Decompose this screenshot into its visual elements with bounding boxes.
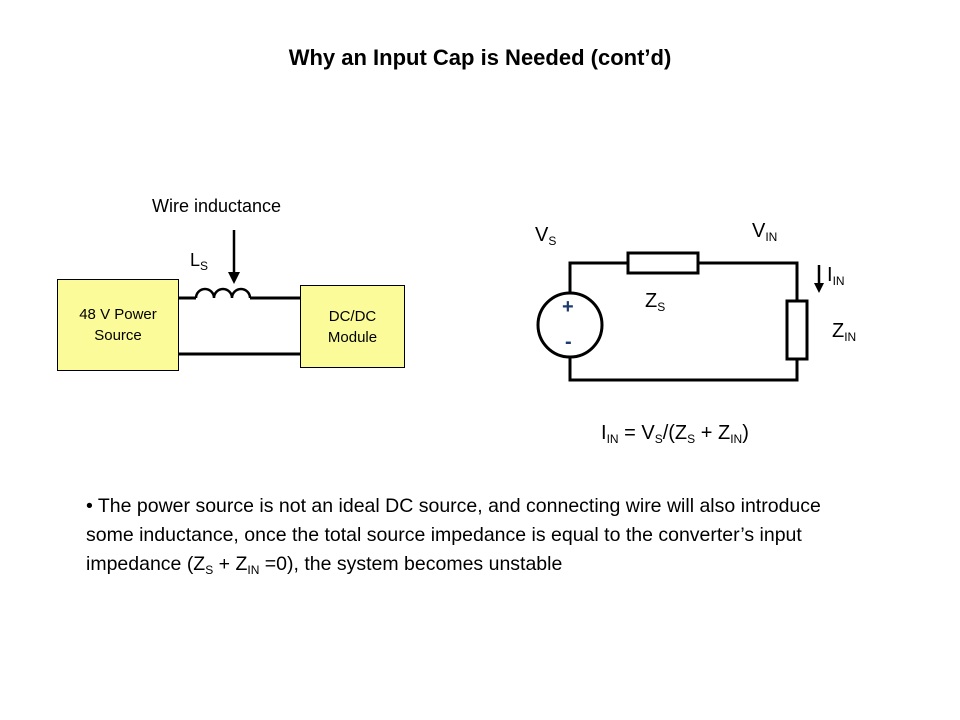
- source-minus-sign: -: [565, 331, 572, 353]
- f-i-sub: IN: [606, 432, 619, 446]
- inductor-coil: [194, 287, 252, 299]
- f-end: ): [742, 422, 749, 444]
- bullet-sub1: S: [205, 563, 214, 577]
- dcdc-module-text: DC/DC Module: [328, 306, 377, 348]
- current-formula: IIN = VS/(ZS + ZIN): [601, 422, 749, 446]
- vin-sub: IN: [765, 230, 778, 244]
- vin-main: V: [752, 220, 766, 242]
- vin-label: VIN: [752, 220, 778, 244]
- zs-main: Z: [645, 290, 658, 312]
- f-zin-sub: IN: [730, 432, 743, 446]
- iin-main: I: [827, 264, 833, 286]
- circuit-loop-top-right: [698, 261, 799, 301]
- vs-main: V: [535, 224, 549, 246]
- f-mid: /(Z: [662, 422, 688, 444]
- dcdc-line2: Module: [327, 328, 378, 346]
- source-plus-sign: +: [562, 296, 574, 318]
- zs-label: ZS: [645, 290, 666, 314]
- bullet-part3: =0), the system becomes unstable: [259, 553, 563, 575]
- zin-resistor: [785, 299, 809, 361]
- wire-inductance-label: Wire inductance: [152, 196, 282, 216]
- bullet-paragraph: • The power source is not an ideal DC so…: [86, 492, 856, 581]
- right-diagram-wires: [536, 251, 824, 382]
- circuit-loop-bottom: [568, 357, 799, 382]
- vs-sub: S: [548, 234, 557, 248]
- left-diagram-wires: [179, 230, 300, 356]
- zin-label: ZIN: [832, 320, 857, 344]
- bullet-sub2: IN: [247, 563, 260, 577]
- zin-sub: IN: [844, 330, 857, 344]
- power-source-line2: Source: [94, 327, 142, 344]
- power-source-box: 48 V Power Source: [57, 279, 179, 371]
- zin-main: Z: [832, 320, 845, 342]
- iin-sub: IN: [832, 274, 845, 288]
- ls-label: LS: [190, 250, 209, 273]
- ls-main: L: [190, 250, 201, 270]
- circuit-loop-top-left: [568, 261, 628, 293]
- voltage-source: [536, 291, 604, 359]
- dcdc-line1: DC/DC: [328, 307, 377, 325]
- vs-label: VS: [535, 224, 557, 248]
- f-eq: = V: [618, 422, 655, 444]
- dcdc-module-box: DC/DC Module: [300, 285, 405, 368]
- power-source-line1: 48 V Power: [79, 306, 157, 323]
- bullet-part1: • The power source is not an ideal DC so…: [86, 495, 821, 575]
- f-zs-sub: S: [687, 432, 696, 446]
- power-source-text: 48 V Power Source: [79, 304, 157, 346]
- f-vs-sub: S: [654, 432, 663, 446]
- iin-label: IIN: [827, 264, 845, 288]
- annotation-arrow-head: [228, 272, 240, 284]
- ls-sub: S: [200, 259, 209, 273]
- bullet-part2: + Z: [213, 553, 248, 575]
- current-arrow-head: [814, 283, 824, 293]
- f-plus: + Z: [695, 422, 731, 444]
- f-i: I: [601, 422, 607, 444]
- zs-sub: S: [657, 300, 666, 314]
- slide-title: Why an Input Cap is Needed (cont’d): [288, 45, 672, 70]
- zs-resistor: [626, 251, 700, 275]
